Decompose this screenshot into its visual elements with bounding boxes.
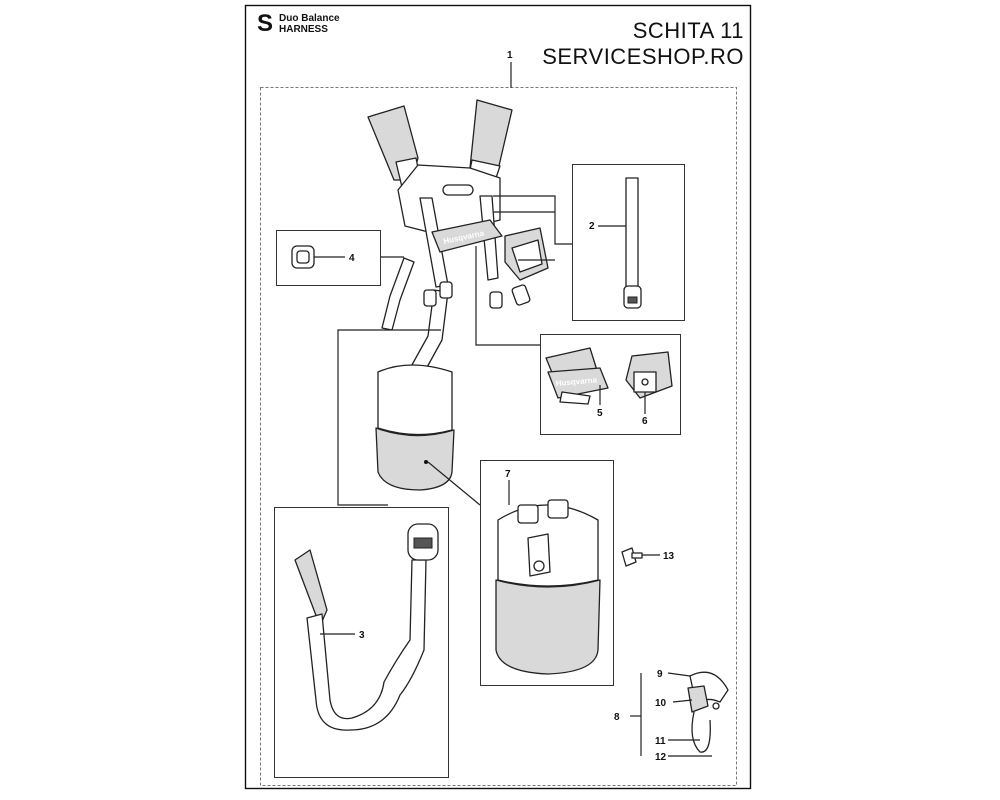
callout-6: 6 (642, 416, 648, 427)
callout-5: 5 (597, 408, 603, 419)
sheet-title: SCHITA 11 (632, 18, 744, 43)
part-7-box (480, 460, 614, 686)
callout-4: 4 (349, 253, 355, 264)
page-frame (244, 4, 752, 790)
callout-9: 9 (657, 669, 663, 680)
svg-text:Husqvarna: Husqvarna (555, 375, 598, 388)
callout-8: 8 (614, 712, 620, 723)
callout-2: 2 (589, 221, 595, 232)
callout-7: 7 (505, 469, 511, 480)
part-3-box (274, 507, 449, 778)
callout-13: 13 (663, 551, 675, 562)
part-5-6-box (540, 334, 681, 435)
chest-strap (431, 219, 503, 253)
callout-1: 1 (507, 50, 513, 61)
section-letter: S (257, 10, 274, 37)
category-name: HARNESS (279, 24, 328, 35)
assembly-boundary (260, 87, 737, 786)
harness-assembly: Husqvarna (367, 99, 549, 413)
part-2-box (572, 164, 685, 321)
model-name: Duo Balance (279, 13, 340, 24)
shop-name: SERVICESHOP.RO (542, 44, 744, 69)
hook-assembly (687, 671, 729, 753)
page-title: SCHITA 11 SERVICESHOP.RO (542, 18, 744, 70)
callout-12: 12 (655, 752, 667, 763)
callout-10: 10 (655, 698, 667, 709)
model-info: Duo Balance HARNESS (279, 13, 340, 35)
callout-11: 11 (655, 736, 666, 747)
part-4-box (276, 230, 381, 286)
hip-support-pad (375, 364, 455, 491)
right-shoulder-pad (469, 99, 513, 171)
callout-3: 3 (359, 630, 365, 641)
